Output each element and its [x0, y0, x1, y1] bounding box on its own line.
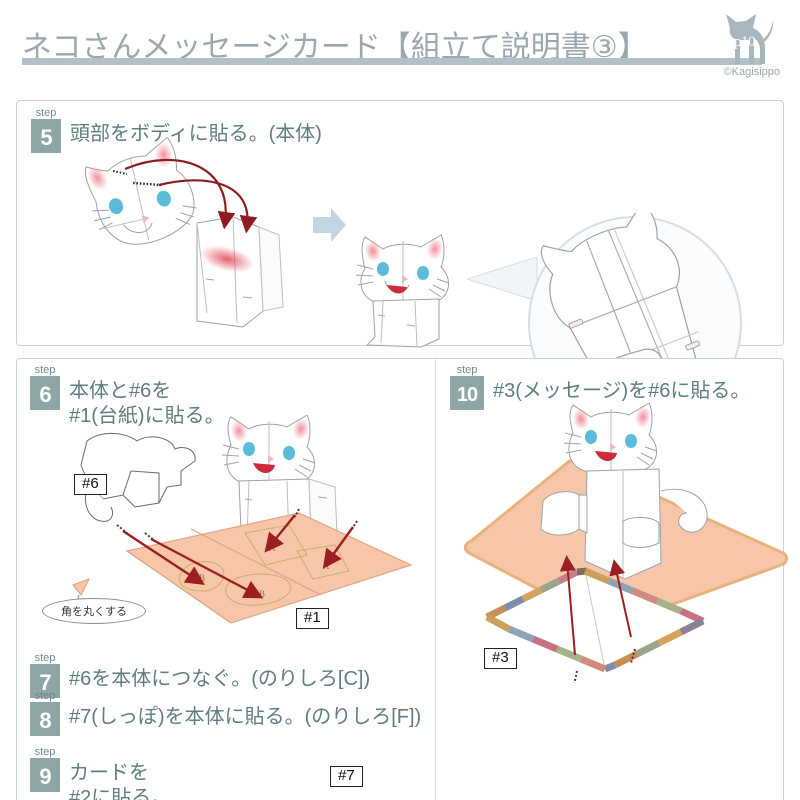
glue-mark-a1: A	[269, 543, 276, 553]
column-divider	[435, 359, 436, 800]
step-10-heading: step 10 #3(メッセージ)を#6に貼る。	[450, 364, 751, 410]
step-9-badge-number: 9	[39, 764, 51, 789]
page-header: ネコさんメッセージカード【組立て説明書③】 p10 ©Kagisippo	[0, 0, 800, 92]
glue-mark-b2: B	[259, 589, 265, 599]
step-7-badge: step 7	[30, 652, 60, 698]
step-5-heading: step 5 頭部をボディに貼る。(本体)	[31, 107, 322, 153]
step-5-badge-label: step	[35, 107, 57, 119]
part-tag-1: #1	[296, 608, 329, 629]
step-8-badge-number: 8	[39, 708, 51, 733]
part-tag-6: #6	[74, 474, 107, 495]
step5-assembled-cat-illustration	[355, 234, 450, 348]
step-8-heading: step 8 #7(しっぽ)を本体に貼る。(のりしろ[F])	[30, 690, 422, 736]
step-10-text: #3(メッセージ)を#6に貼る。	[493, 380, 751, 402]
step5-panel: step 5 頭部をボディに貼る。(本体)	[16, 100, 784, 430]
step-10-badge-label: step	[456, 364, 478, 376]
step-8-badge-label: step	[34, 690, 56, 702]
brand-logo: p10	[712, 12, 782, 72]
glue-mark-a2: A	[323, 561, 330, 571]
step-6-badge-label: step	[34, 364, 56, 376]
step-9-badge: step 9	[30, 746, 60, 792]
cat-silhouette-icon	[726, 14, 774, 64]
step-7-badge-number: 7	[39, 670, 51, 695]
step5-head-to-body-illustration	[84, 136, 284, 328]
glue-mark-b1: B	[199, 573, 205, 583]
step-5-badge: step 5	[31, 107, 61, 153]
step-5-text: 頭部をボディに貼る。(本体)	[70, 123, 322, 145]
part-tag-7: #7	[330, 766, 363, 787]
step-9-heading: step 9 カードを #2に貼る。	[30, 746, 172, 800]
part-tag-3: #3	[484, 648, 517, 669]
copyright-text: ©Kagisippo	[723, 66, 780, 78]
step-9-text: カードを #2に貼る。	[69, 762, 172, 800]
step-7-heading: step 7 #6を本体につなぐ。(のりしろ[C])	[30, 652, 371, 698]
step10-message-card-illustration	[463, 403, 789, 683]
step-7-badge-label: step	[34, 652, 56, 664]
step-10-badge-number: 10	[456, 384, 478, 406]
step-9-badge-label: step	[34, 746, 56, 758]
step-5-badge-number: 5	[40, 125, 52, 150]
step-6-badge: step 6	[30, 364, 60, 410]
header-rule	[22, 58, 762, 65]
round-corner-callout: 角を丸くする	[42, 598, 146, 624]
step-7-text: #6を本体につなぐ。(のりしろ[C])	[69, 668, 371, 690]
step-8-text: #7(しっぽ)を本体に貼る。(のりしろ[F])	[69, 706, 422, 728]
magnifier-pointer	[467, 256, 538, 302]
step-6-badge-number: 6	[39, 382, 51, 407]
step-8-badge: step 8	[30, 690, 60, 736]
step-6-heading: step 6 本体と#6を #1(台紙)に貼る。	[30, 364, 225, 429]
step5-progress-arrow-icon	[313, 208, 346, 242]
logo-page-number: p10	[734, 34, 756, 50]
step-10-badge: step 10	[450, 364, 484, 410]
step-6-text: 本体と#6を #1(台紙)に貼る。	[69, 380, 225, 427]
step6-base-sheet-illustration: A A B B	[72, 415, 413, 624]
